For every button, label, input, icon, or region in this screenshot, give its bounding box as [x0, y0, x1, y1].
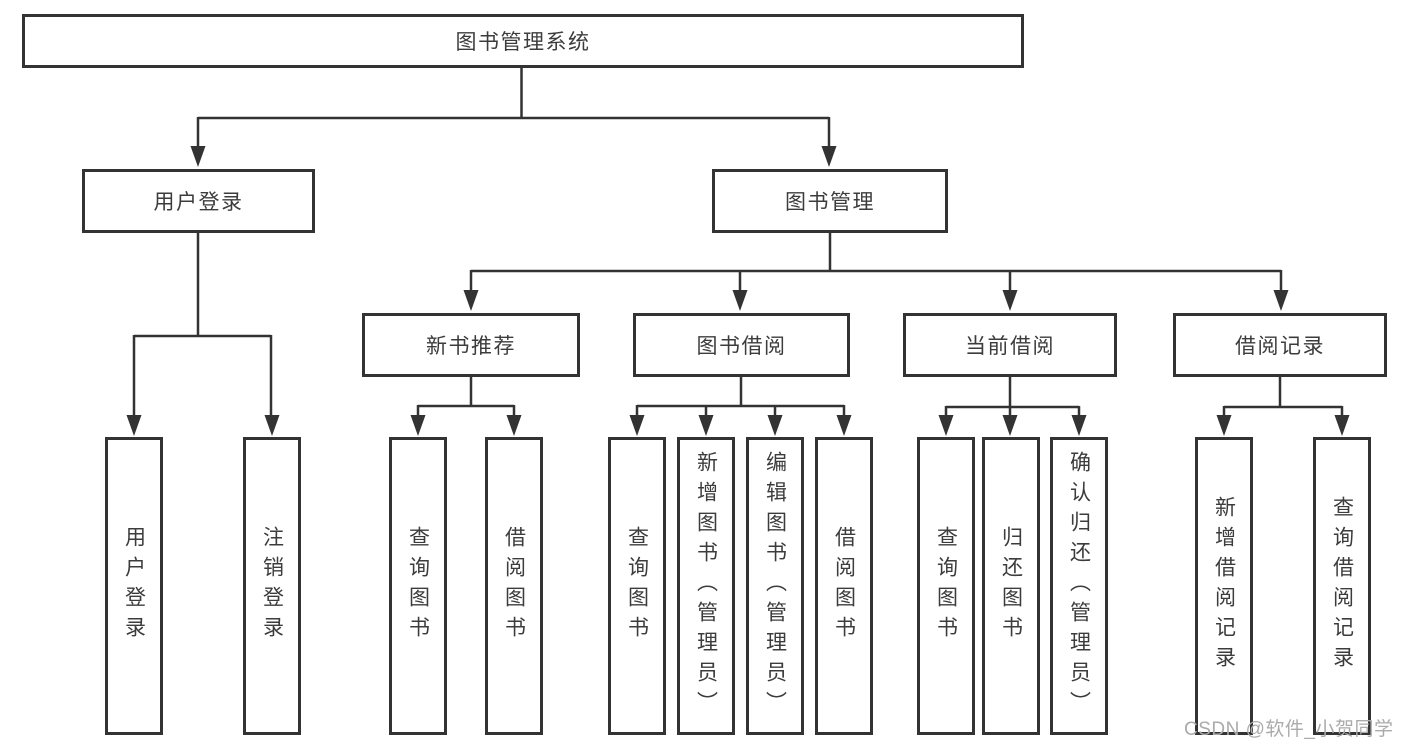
leaf-label: 新增借阅记录: [1212, 496, 1236, 676]
connector-book-borrow-to-leaves: [635, 377, 846, 418]
leaf-return-book: 归还图书: [982, 437, 1040, 735]
arrowhead: [1002, 290, 1018, 311]
arrowhead: [1002, 415, 1018, 436]
node-current-borrow: 当前借阅: [903, 313, 1117, 377]
leaf-query-books-recommend: 查询图书: [389, 437, 447, 735]
node-user-login: 用户登录: [82, 169, 315, 233]
node-library-management-system: 图书管理系统: [22, 14, 1024, 68]
leaf-borrow-books-recommend: 借阅图书: [485, 437, 543, 735]
connector-book-management-to-level3: [469, 233, 1283, 293]
arrowhead: [463, 290, 479, 311]
arrowhead: [732, 290, 748, 311]
arrowhead: [629, 415, 645, 436]
leaf-edit-book-admin: 编辑图书（管理员）: [746, 437, 804, 735]
leaf-label: 借阅图书: [502, 526, 526, 646]
leaf-label: 查询图书: [406, 526, 430, 646]
arrowhead: [938, 415, 954, 436]
arrowhead: [821, 146, 837, 167]
arrowhead: [1071, 415, 1087, 436]
leaf-label: 新增图书（管理员）: [694, 451, 718, 721]
arrowhead: [1273, 290, 1289, 311]
leaf-user-login: 用户登录: [105, 437, 163, 735]
arrowhead: [1216, 415, 1232, 436]
watermark: CSDN @软件_小贺同学: [1184, 719, 1394, 740]
arrowhead: [190, 146, 206, 167]
arrowhead: [836, 415, 852, 436]
leaf-label: 注销登录: [260, 526, 284, 646]
leaf-label: 确认归还（管理员）: [1067, 451, 1091, 721]
leaf-query-books-borrow: 查询图书: [608, 437, 666, 735]
node-book-management: 图书管理: [712, 169, 948, 233]
leaf-label: 归还图书: [999, 526, 1023, 646]
leaf-borrow-books: 借阅图书: [815, 437, 873, 735]
arrowhead: [126, 415, 142, 436]
leaf-add-book-admin: 新增图书（管理员）: [677, 437, 735, 735]
leaf-label: 查询借阅记录: [1330, 496, 1354, 676]
leaf-confirm-return-admin: 确认归还（管理员）: [1050, 437, 1108, 735]
arrowhead: [767, 415, 783, 436]
leaf-query-books-current: 查询图书: [917, 437, 975, 735]
arrowhead: [264, 415, 280, 436]
connector-current-borrow-to-leaves: [944, 377, 1081, 418]
arrowhead: [698, 415, 714, 436]
leaf-label: 用户登录: [122, 526, 146, 646]
leaf-query-borrow-record: 查询借阅记录: [1313, 437, 1371, 735]
node-borrow-records: 借阅记录: [1173, 313, 1387, 377]
leaf-logout: 注销登录: [243, 437, 301, 735]
node-book-borrow: 图书借阅: [633, 313, 850, 377]
connector-user-login-to-leaves: [132, 233, 273, 418]
connector-root-to-level2: [196, 68, 831, 149]
arrowhead: [506, 415, 522, 436]
node-new-book-recommend: 新书推荐: [362, 313, 580, 377]
arrowhead: [1334, 415, 1350, 436]
leaf-label: 借阅图书: [832, 526, 856, 646]
leaf-add-borrow-record: 新增借阅记录: [1195, 437, 1253, 735]
leaf-label: 查询图书: [934, 526, 958, 646]
leaf-label: 查询图书: [625, 526, 649, 646]
connector-borrow-records-to-leaves: [1222, 377, 1344, 418]
leaf-label: 编辑图书（管理员）: [763, 451, 787, 721]
connector-new-book-recommend-to-leaves: [416, 377, 516, 418]
arrowhead: [410, 415, 426, 436]
